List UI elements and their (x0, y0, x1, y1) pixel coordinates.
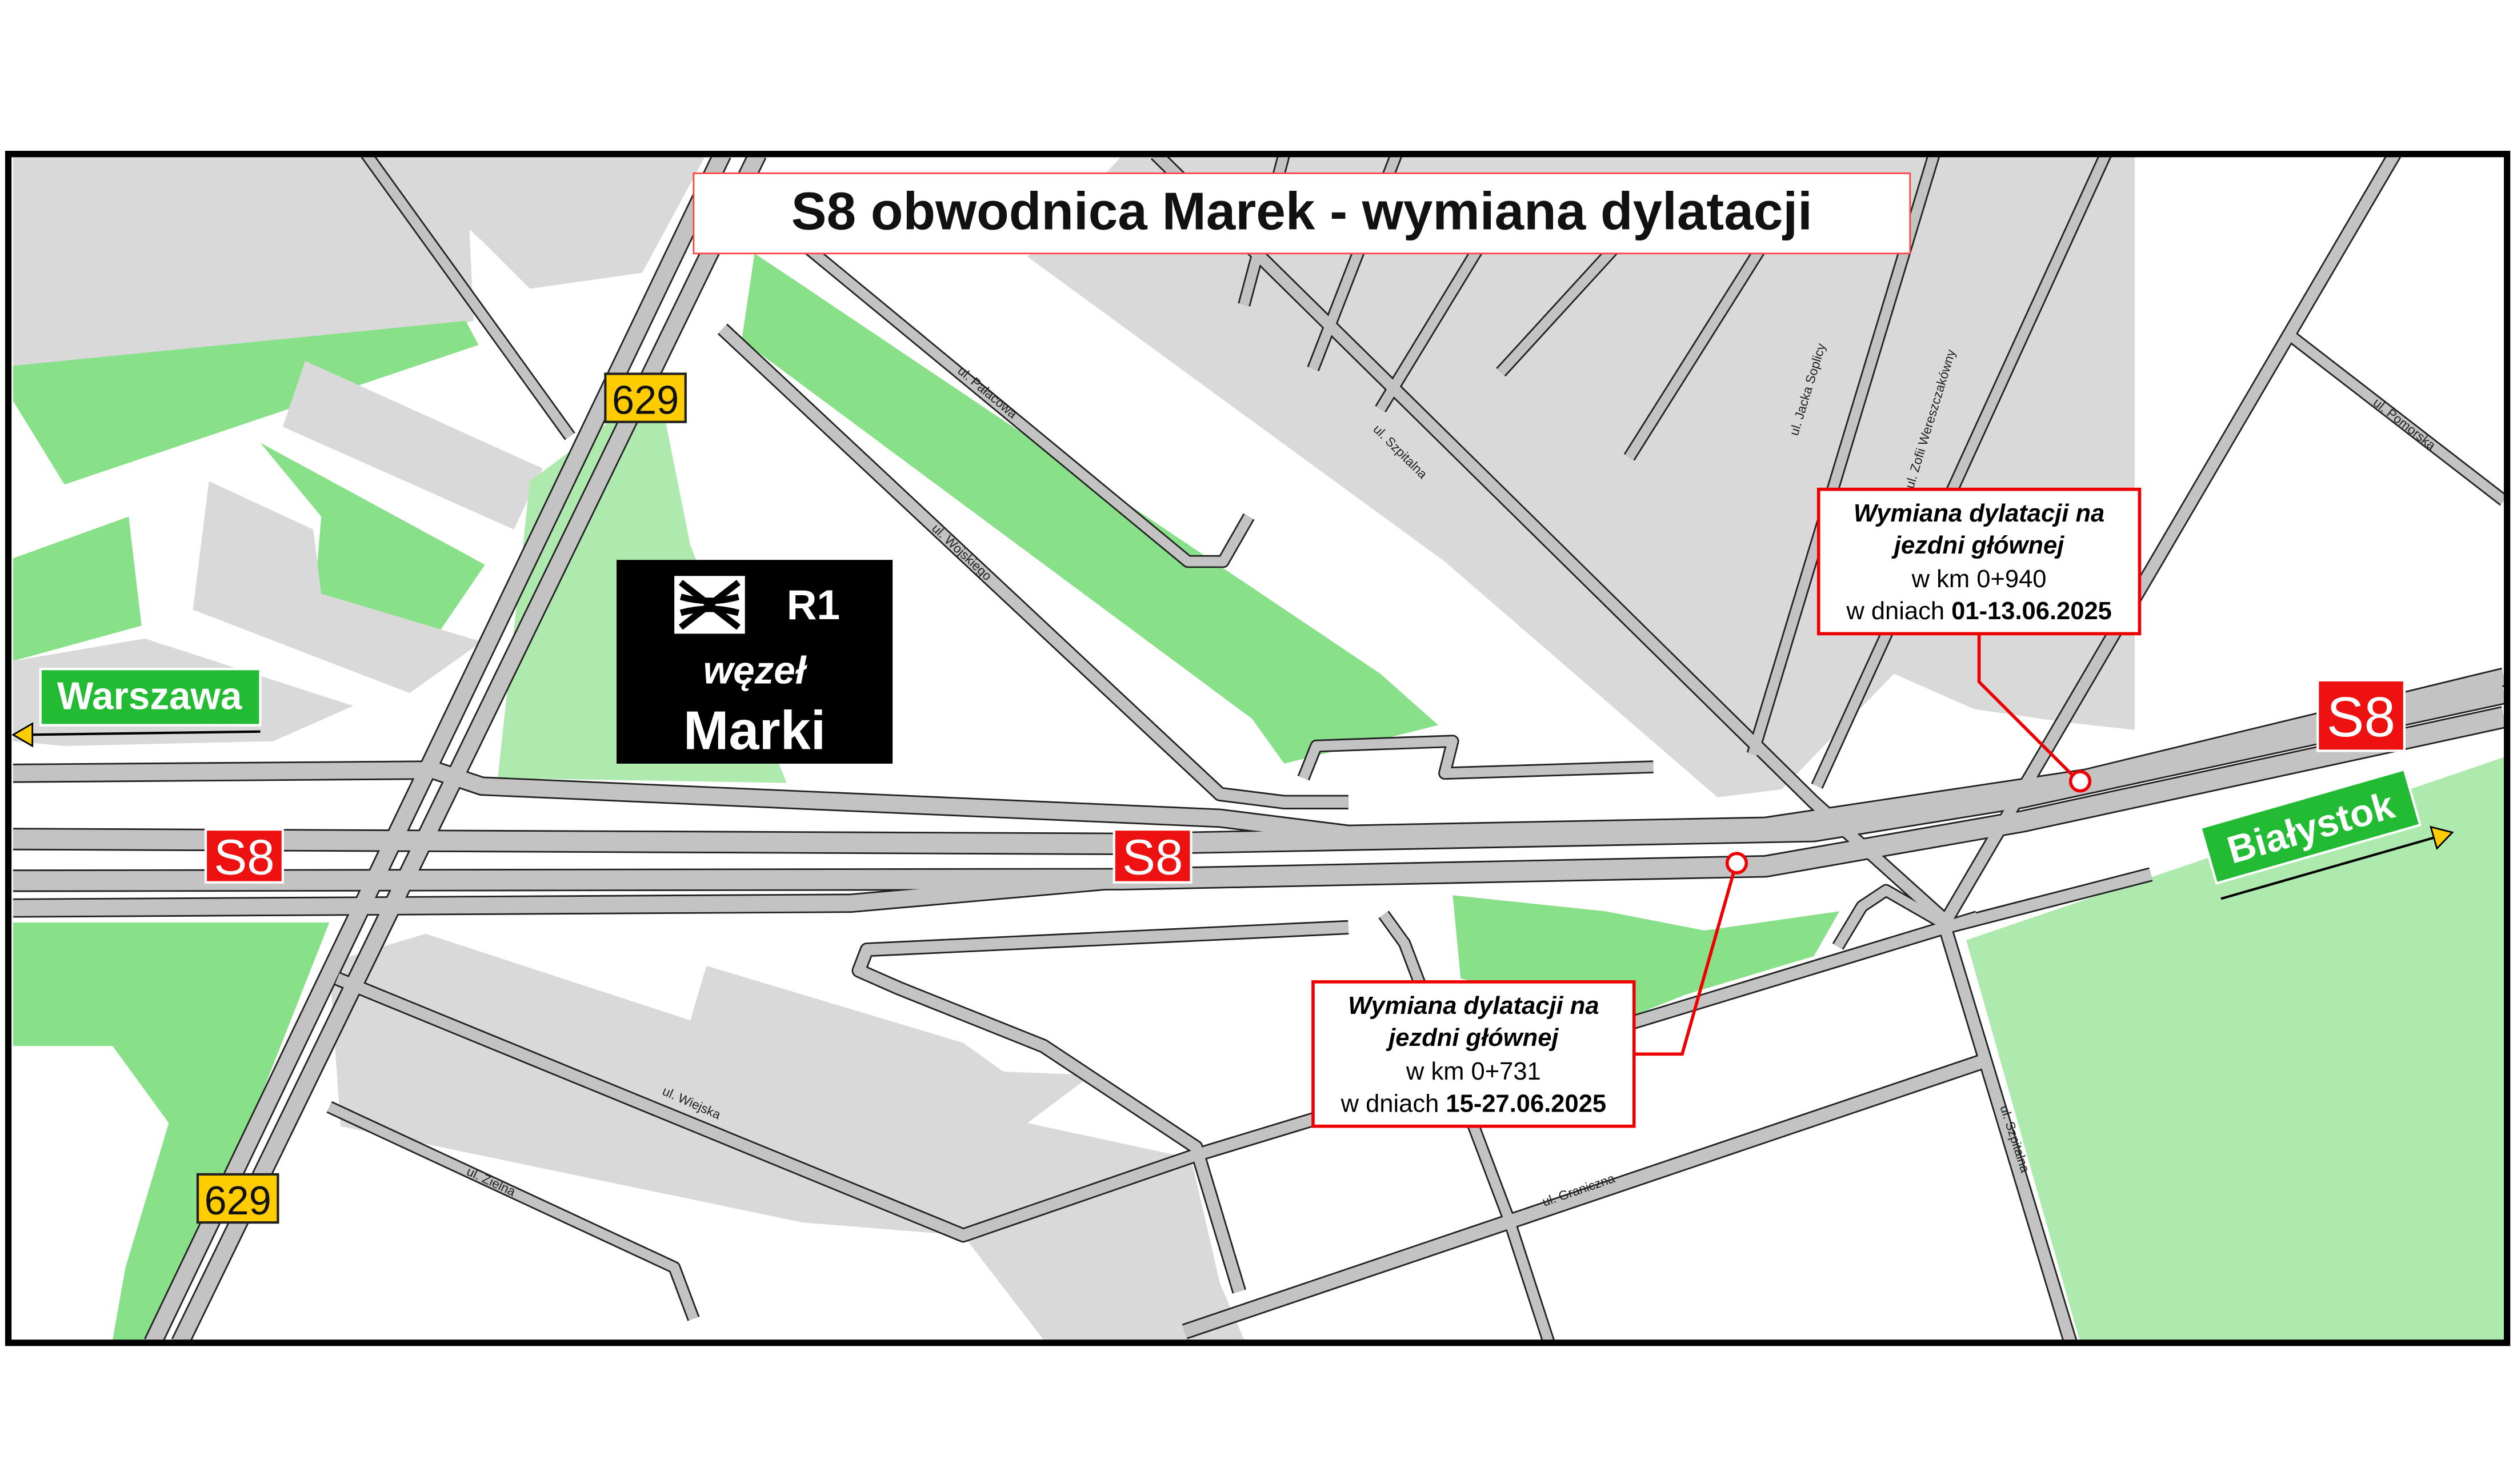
road (1944, 869, 2152, 933)
park-area (1966, 757, 2504, 1343)
built-area (282, 360, 543, 530)
street-label: ul. Zielna (465, 1164, 518, 1199)
svg-text:Wymiana dylatacji na: Wymiana dylatacji na (1854, 500, 2104, 527)
road (362, 154, 574, 439)
s8-shield: S8 (1113, 828, 1193, 885)
interchange-icon (674, 576, 745, 634)
dates: 01-13.06.2025 (1951, 597, 2112, 625)
street-label: ul. Pomorska (2371, 395, 2439, 453)
svg-text:jezdni głównej: jezdni głównej (1891, 532, 2064, 559)
svg-text:Warszawa: Warszawa (57, 675, 242, 717)
svg-text:S8: S8 (2327, 685, 2395, 748)
arrow-left-icon (11, 722, 34, 748)
svg-text:R1: R1 (787, 582, 840, 628)
work-location-marker[interactable] (1725, 852, 1748, 875)
callout-leader (1977, 633, 2075, 778)
svg-text:w km 0+940: w km 0+940 (1911, 565, 2047, 593)
svg-text:S8: S8 (214, 830, 274, 885)
park-area (13, 320, 479, 485)
road (13, 707, 2506, 891)
road (13, 871, 1125, 916)
map-canvas: ul. Pałacowa ul. Wojskiego ul. Szpitalna… (11, 154, 2507, 1343)
road (1625, 238, 1770, 460)
road (853, 921, 1349, 1293)
street-label: ul. Wojskiego (929, 521, 994, 583)
built-area (385, 154, 707, 289)
road (1182, 1053, 1992, 1338)
svg-text:S8: S8 (1122, 830, 1183, 885)
road (718, 324, 1348, 808)
s8-shield: S8 (204, 828, 284, 885)
callout-leader (1634, 872, 1735, 1056)
road-network (13, 154, 2507, 1343)
svg-text:629: 629 (612, 378, 679, 423)
road (1151, 154, 1946, 922)
built-area (193, 481, 482, 693)
road (2289, 333, 2507, 504)
road (799, 240, 1253, 567)
road (1936, 916, 2076, 1343)
built-area (1027, 154, 2135, 797)
road (1812, 154, 2111, 788)
park-area (13, 922, 330, 1340)
svg-text:jezdni głównej: jezdni głównej (1386, 1024, 1559, 1052)
dates-prefix: w dniach (1846, 597, 1951, 625)
road (327, 1102, 698, 1321)
park-area (13, 516, 142, 661)
road (335, 973, 1198, 1241)
map-frame (5, 151, 2511, 1346)
callout-km-0731: Wymiana dylatacji na jezdni głównej w km… (1311, 980, 1636, 1128)
title-box: S8 obwodnica Marek - wymiana dylatacji (693, 172, 1911, 255)
road (173, 154, 765, 1343)
road (1834, 885, 1953, 949)
road (1497, 237, 1625, 376)
route-629-shield: 629 (196, 1173, 279, 1224)
direction-sign-warszawa: Warszawa (11, 668, 262, 748)
svg-text:Wymiana dylatacji na: Wymiana dylatacji na (1348, 992, 1599, 1020)
page-title: S8 obwodnica Marek - wymiana dylatacji (791, 182, 1812, 241)
built-area (329, 933, 1245, 1340)
svg-text:węzeł: węzeł (703, 649, 808, 692)
svg-text:629: 629 (205, 1178, 271, 1223)
road (145, 154, 730, 1343)
dates-prefix: w dniach (1340, 1090, 1446, 1117)
park-area (742, 253, 1439, 764)
road (13, 683, 2506, 854)
callout-km-0940: Wymiana dylatacji na jezdni głównej w km… (1816, 487, 2142, 636)
road (1299, 736, 1654, 780)
svg-text:w km 0+731: w km 0+731 (1406, 1058, 1541, 1085)
route-629-shield: 629 (604, 372, 687, 423)
road (1376, 222, 1497, 412)
work-location-marker[interactable] (2068, 770, 2092, 793)
interchange-sign: R1 węzeł Marki (617, 560, 893, 764)
s8-shield: S8 (2316, 679, 2406, 752)
svg-text:w dniach 01-13.06.2025: w dniach 01-13.06.2025 (1846, 597, 2112, 625)
arrow-right-icon (2430, 825, 2454, 851)
svg-text:Marki: Marki (683, 701, 826, 761)
svg-text:w dniach 15-27.06.2025: w dniach 15-27.06.2025 (1340, 1090, 1607, 1117)
dates: 15-27.06.2025 (1446, 1090, 1606, 1117)
